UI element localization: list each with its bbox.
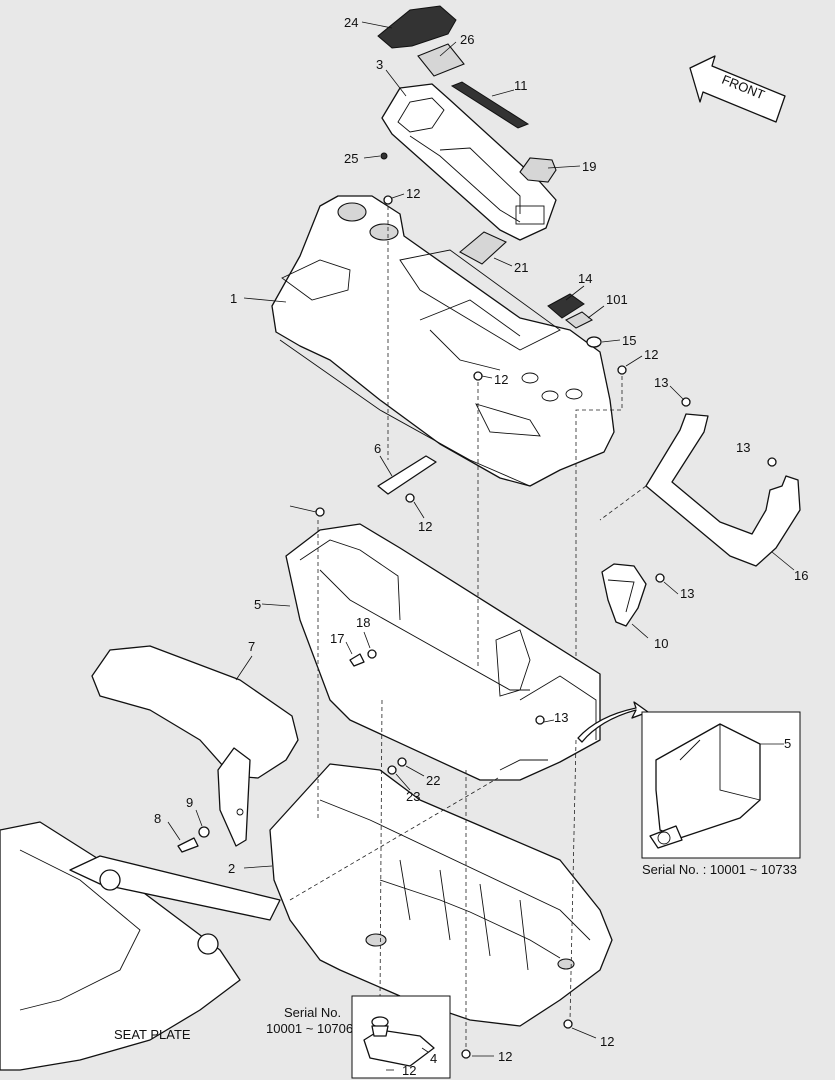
callout-12: 12 bbox=[418, 519, 432, 534]
inset-caption: Serial No. : 10001 ~ 10733 bbox=[642, 862, 797, 877]
part-14-switch bbox=[547, 293, 585, 319]
callout-10: 10 bbox=[654, 636, 668, 651]
callout-12: 12 bbox=[600, 1034, 614, 1049]
part-8-bolt bbox=[177, 837, 199, 853]
screw-12 bbox=[617, 365, 627, 375]
screw-13 bbox=[767, 457, 777, 467]
alignment-lines bbox=[289, 206, 647, 1050]
screw-12 bbox=[461, 1049, 471, 1059]
callout-24: 24 bbox=[344, 15, 358, 30]
part-6-bracket bbox=[377, 455, 437, 495]
part-23-washer bbox=[387, 765, 397, 775]
callout-4: 4 bbox=[430, 1051, 437, 1066]
screw-12 bbox=[563, 1019, 573, 1029]
callout-12: 12 bbox=[498, 1049, 512, 1064]
callout-11: 11 bbox=[514, 78, 528, 93]
serial-detail-box bbox=[351, 995, 451, 1079]
callout-5: 5 bbox=[254, 597, 261, 612]
callout-7: 7 bbox=[248, 639, 255, 654]
callout-13-lower: 13 bbox=[554, 710, 568, 725]
inset-pointer-arrow bbox=[577, 701, 649, 743]
callout-21: 21 bbox=[514, 260, 528, 275]
serial-box-line1: Serial No. bbox=[284, 1005, 341, 1020]
part-7-armrest bbox=[91, 645, 299, 847]
callout-18: 18 bbox=[356, 615, 370, 630]
callout-14: 14 bbox=[578, 271, 592, 286]
callout-101: 101 bbox=[606, 292, 628, 307]
inset-callout-5: 5 bbox=[784, 736, 791, 751]
callout-17: 17 bbox=[330, 631, 344, 646]
part-19-clip bbox=[519, 157, 557, 183]
screw-13 bbox=[535, 715, 545, 725]
callout-13: 13 bbox=[654, 375, 668, 390]
callout-13: 13 bbox=[680, 586, 694, 601]
callout-leaders bbox=[167, 21, 795, 1071]
callout-numbers: 24 26 3 11 25 19 12 21 1 14 101 15 12 12… bbox=[154, 15, 808, 1078]
part-22-bolt bbox=[397, 757, 407, 767]
part-26-plate bbox=[417, 43, 465, 77]
callout-16: 16 bbox=[794, 568, 808, 583]
callout-13: 13 bbox=[736, 440, 750, 455]
inset-detail-box: 5 Serial No. : 10001 ~ 10733 bbox=[641, 711, 801, 877]
callout-12: 12 bbox=[644, 347, 658, 362]
callout-22: 22 bbox=[426, 773, 440, 788]
part-9-washer bbox=[198, 826, 210, 838]
screw-12 bbox=[405, 493, 415, 503]
screw-13 bbox=[655, 573, 665, 583]
part-25-screw bbox=[380, 152, 388, 160]
part-5-frame bbox=[285, 523, 601, 781]
part-18-washer bbox=[367, 649, 377, 659]
callout-3: 3 bbox=[376, 57, 383, 72]
part-24-cap bbox=[377, 5, 457, 49]
callout-19: 19 bbox=[582, 159, 596, 174]
callout-12: 12 bbox=[406, 186, 420, 201]
screw-13 bbox=[315, 507, 325, 517]
callout-9: 9 bbox=[186, 795, 193, 810]
part-21-bracket bbox=[459, 231, 507, 265]
part-3-upper-cover bbox=[381, 83, 557, 241]
part-11-strip bbox=[450, 81, 530, 129]
callout-15: 15 bbox=[622, 333, 636, 348]
part-1-main-console bbox=[271, 195, 615, 487]
part-101-switch bbox=[564, 311, 594, 329]
callout-12: 12 bbox=[402, 1063, 416, 1078]
part-10-clamp bbox=[601, 563, 647, 627]
screw-12 bbox=[473, 371, 483, 381]
screw-12 bbox=[383, 195, 393, 205]
callout-6: 6 bbox=[374, 441, 381, 456]
part-17-bolt bbox=[349, 653, 365, 667]
callout-25: 25 bbox=[344, 151, 358, 166]
seat-plate bbox=[0, 821, 281, 1071]
serial-box-line2: 10001 ~ 10706 bbox=[266, 1021, 353, 1036]
callout-8: 8 bbox=[154, 811, 161, 826]
callout-12: 12 bbox=[494, 372, 508, 387]
part-2-lower-tray bbox=[269, 763, 613, 1027]
callout-26: 26 bbox=[460, 32, 474, 47]
callout-23: 23 bbox=[406, 789, 420, 804]
part-16-side-bracket bbox=[645, 413, 801, 567]
seat-plate-label: SEAT PLATE bbox=[114, 1027, 191, 1042]
callout-1: 1 bbox=[230, 291, 237, 306]
callout-2: 2 bbox=[228, 861, 235, 876]
part-15-knob bbox=[586, 336, 602, 348]
